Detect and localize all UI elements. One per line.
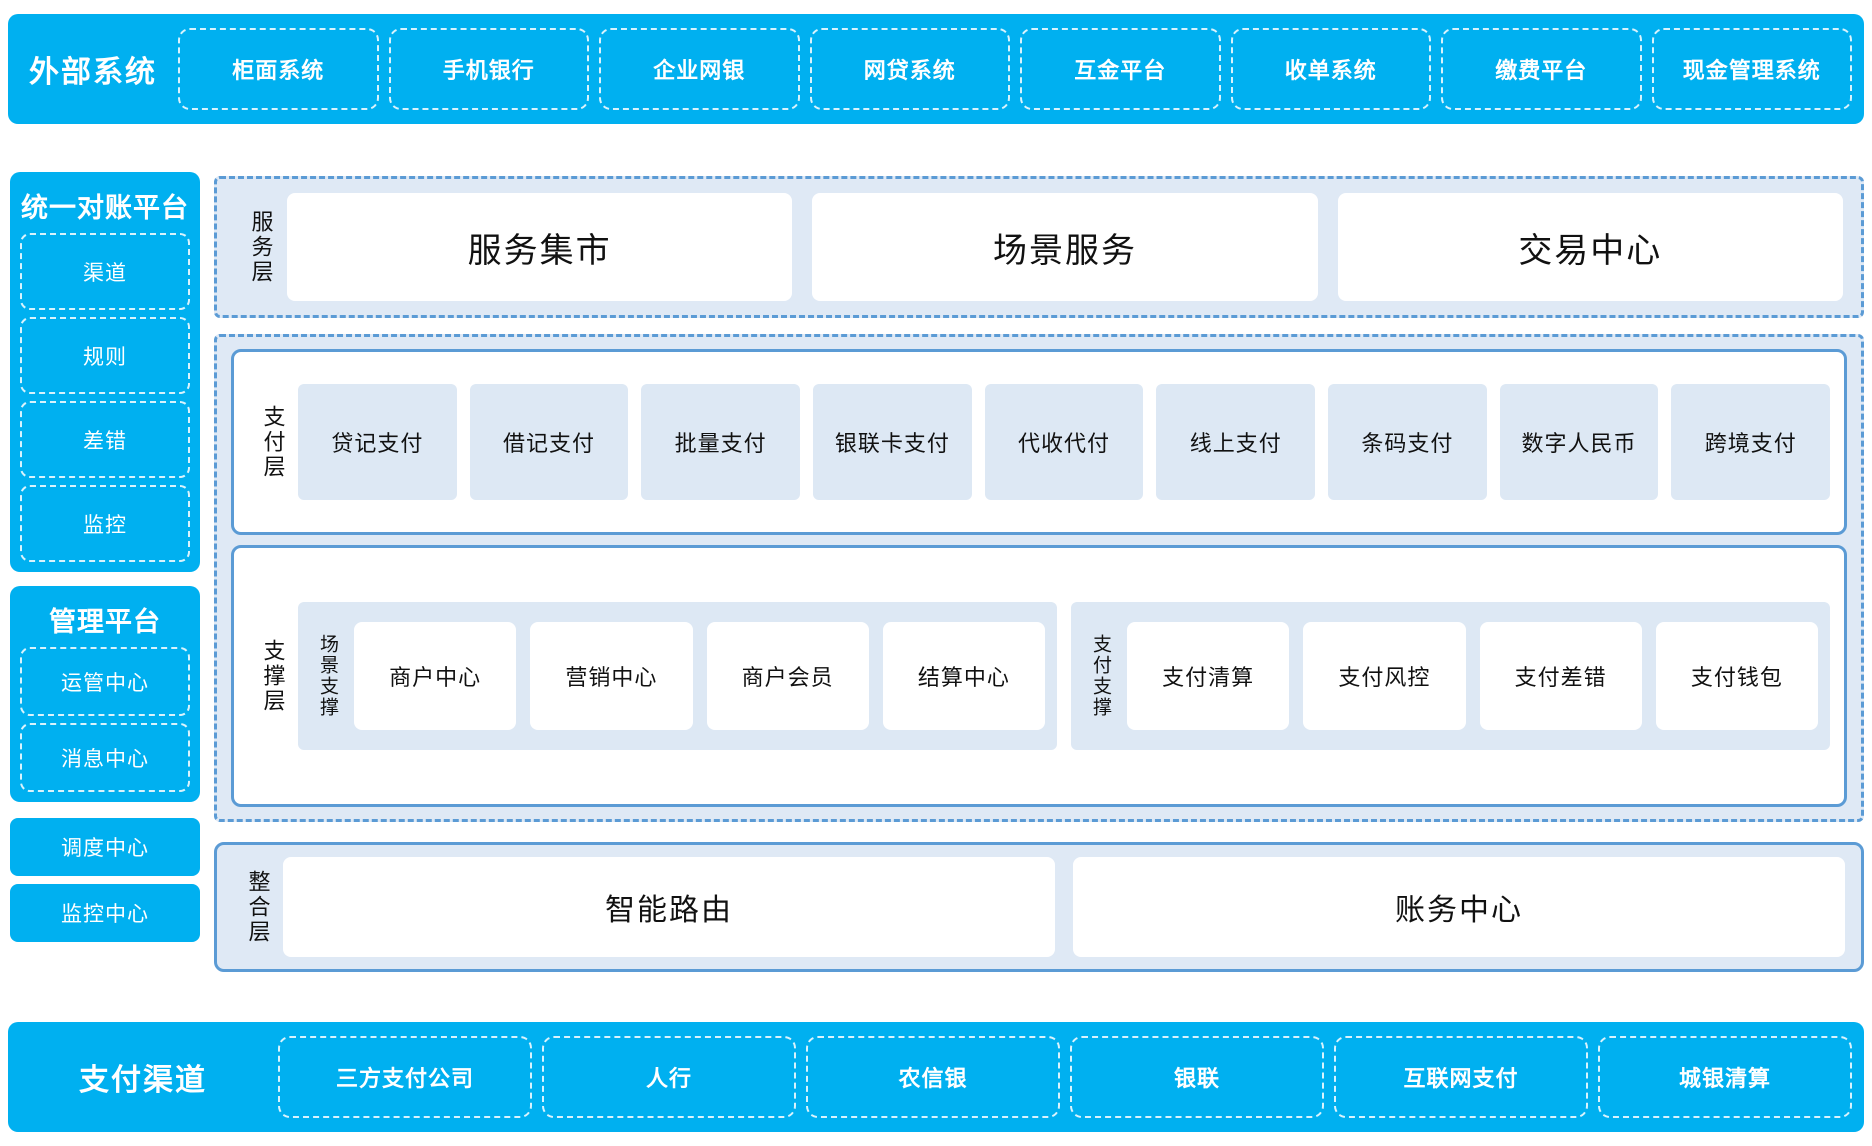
external-systems-title: 外部系统 [29,56,157,89]
external-systems-band: 外部系统 柜面系统 手机银行 企业网银 网贷系统 互金平台 收单系统 缴费平台 … [8,14,1864,124]
payment-item-cross-border[interactable]: 跨境支付 [1671,384,1831,500]
support-layer-groups: 场景支撑 商户中心 营销中心 商户会员 结算中心 支付支撑 支付清算 支付风控 … [298,602,1830,750]
support-item-merchant-member[interactable]: 商户会员 [706,622,869,730]
external-system-item[interactable]: 现金管理系统 [1651,28,1852,110]
support-layer-label: 支撑层 [260,638,286,714]
service-layer-panel: 服务层 服务集市 场景服务 交易中心 [214,176,1864,318]
support-item-payment-risk[interactable]: 支付风控 [1303,622,1466,730]
payment-channel-item[interactable]: 农信银 [806,1036,1060,1118]
payment-channels-title: 支付渠道 [79,1064,207,1097]
payment-layer-items: 贷记支付 借记支付 批量支付 银联卡支付 代收代付 线上支付 条码支付 数字人民… [298,384,1831,500]
payment-item-barcode[interactable]: 条码支付 [1328,384,1487,500]
support-item-marketing-center[interactable]: 营销中心 [530,622,693,730]
payment-channel-item[interactable]: 城银清算 [1598,1036,1852,1118]
payment-layer-card: 支付层 贷记支付 借记支付 批量支付 银联卡支付 代收代付 线上支付 条码支付 … [231,349,1847,535]
support-group-payment: 支付支撑 支付清算 支付风控 支付差错 支付钱包 [1071,602,1830,750]
core-layers-panel: 支付层 贷记支付 借记支付 批量支付 银联卡支付 代收代付 线上支付 条码支付 … [214,334,1864,822]
payment-item-unionpay-card[interactable]: 银联卡支付 [813,384,972,500]
external-system-item[interactable]: 收单系统 [1230,28,1431,110]
payment-item-collection-payment[interactable]: 代收代付 [984,384,1144,500]
payment-channel-item[interactable]: 银联 [1070,1036,1324,1118]
external-system-item[interactable]: 手机银行 [388,28,589,110]
support-item-payment-error[interactable]: 支付差错 [1479,622,1642,730]
service-layer-label: 服务层 [248,209,274,285]
support-group-scenario: 场景支撑 商户中心 营销中心 商户会员 结算中心 [298,602,1057,750]
sidebar-item-scheduling-center[interactable]: 调度中心 [10,818,200,876]
support-group-scenario-label: 场景支撑 [316,634,338,718]
support-item-merchant-center[interactable]: 商户中心 [354,622,517,730]
payment-item-credit[interactable]: 贷记支付 [298,384,457,500]
reconciliation-platform-title: 统一对账平台 [21,193,189,223]
service-layer-items: 服务集市 场景服务 交易中心 [287,193,1843,301]
external-system-item[interactable]: 柜面系统 [178,28,379,110]
support-group-payment-label: 支付支撑 [1089,634,1111,718]
management-platform-title: 管理平台 [49,607,161,637]
sidebar-item-monitor[interactable]: 监控 [20,485,190,562]
external-system-item[interactable]: 网贷系统 [809,28,1010,110]
sidebar-item-monitoring-center[interactable]: 监控中心 [10,884,200,942]
payment-channel-item[interactable]: 互联网支付 [1334,1036,1588,1118]
sidebar-item-message-center[interactable]: 消息中心 [20,723,190,792]
support-item-settlement-center[interactable]: 结算中心 [882,622,1045,730]
payment-item-batch[interactable]: 批量支付 [641,384,801,500]
service-item-transaction-center[interactable]: 交易中心 [1337,193,1843,301]
integration-layer-panel: 整合层 智能路由 账务中心 [214,842,1864,972]
external-system-item[interactable]: 缴费平台 [1441,28,1642,110]
payment-channel-item[interactable]: 三方支付公司 [278,1036,532,1118]
payment-item-online[interactable]: 线上支付 [1156,384,1316,500]
sidebar-card-management-platform: 管理平台 运管中心 消息中心 [10,586,200,802]
integration-layer-label: 整合层 [245,869,271,945]
payment-channels-items: 三方支付公司 人行 农信银 银联 互联网支付 城银清算 [278,1022,1864,1132]
payment-item-debit[interactable]: 借记支付 [469,384,629,500]
sidebar-item-channel[interactable]: 渠道 [20,233,190,310]
service-item-scenario-service[interactable]: 场景服务 [812,193,1318,301]
support-item-payment-wallet[interactable]: 支付钱包 [1655,622,1818,730]
sidebar-item-error[interactable]: 差错 [20,401,190,478]
support-item-payment-clearing[interactable]: 支付清算 [1127,622,1290,730]
service-item-marketplace[interactable]: 服务集市 [287,193,793,301]
external-systems-items: 柜面系统 手机银行 企业网银 网贷系统 互金平台 收单系统 缴费平台 现金管理系… [178,14,1864,124]
payment-channel-item[interactable]: 人行 [542,1036,796,1118]
support-group-scenario-items: 商户中心 营销中心 商户会员 结算中心 [354,622,1045,730]
external-system-item[interactable]: 互金平台 [1020,28,1221,110]
integration-layer-items: 智能路由 账务中心 [283,857,1845,957]
sidebar-item-rule[interactable]: 规则 [20,317,190,394]
payment-channels-band: 支付渠道 三方支付公司 人行 农信银 银联 互联网支付 城银清算 [8,1022,1864,1132]
support-group-payment-items: 支付清算 支付风控 支付差错 支付钱包 [1127,622,1818,730]
payment-layer-label: 支付层 [260,404,286,480]
support-layer-card: 支撑层 场景支撑 商户中心 营销中心 商户会员 结算中心 支付支撑 支付清算 [231,545,1847,807]
integration-item-accounting-center[interactable]: 账务中心 [1073,857,1845,957]
external-system-item[interactable]: 企业网银 [599,28,800,110]
sidebar-item-operations-center[interactable]: 运管中心 [20,647,190,716]
payment-item-digital-rmb[interactable]: 数字人民币 [1499,384,1659,500]
sidebar-card-reconciliation-platform: 统一对账平台 渠道 规则 差错 监控 [10,172,200,572]
integration-item-smart-routing[interactable]: 智能路由 [283,857,1055,957]
